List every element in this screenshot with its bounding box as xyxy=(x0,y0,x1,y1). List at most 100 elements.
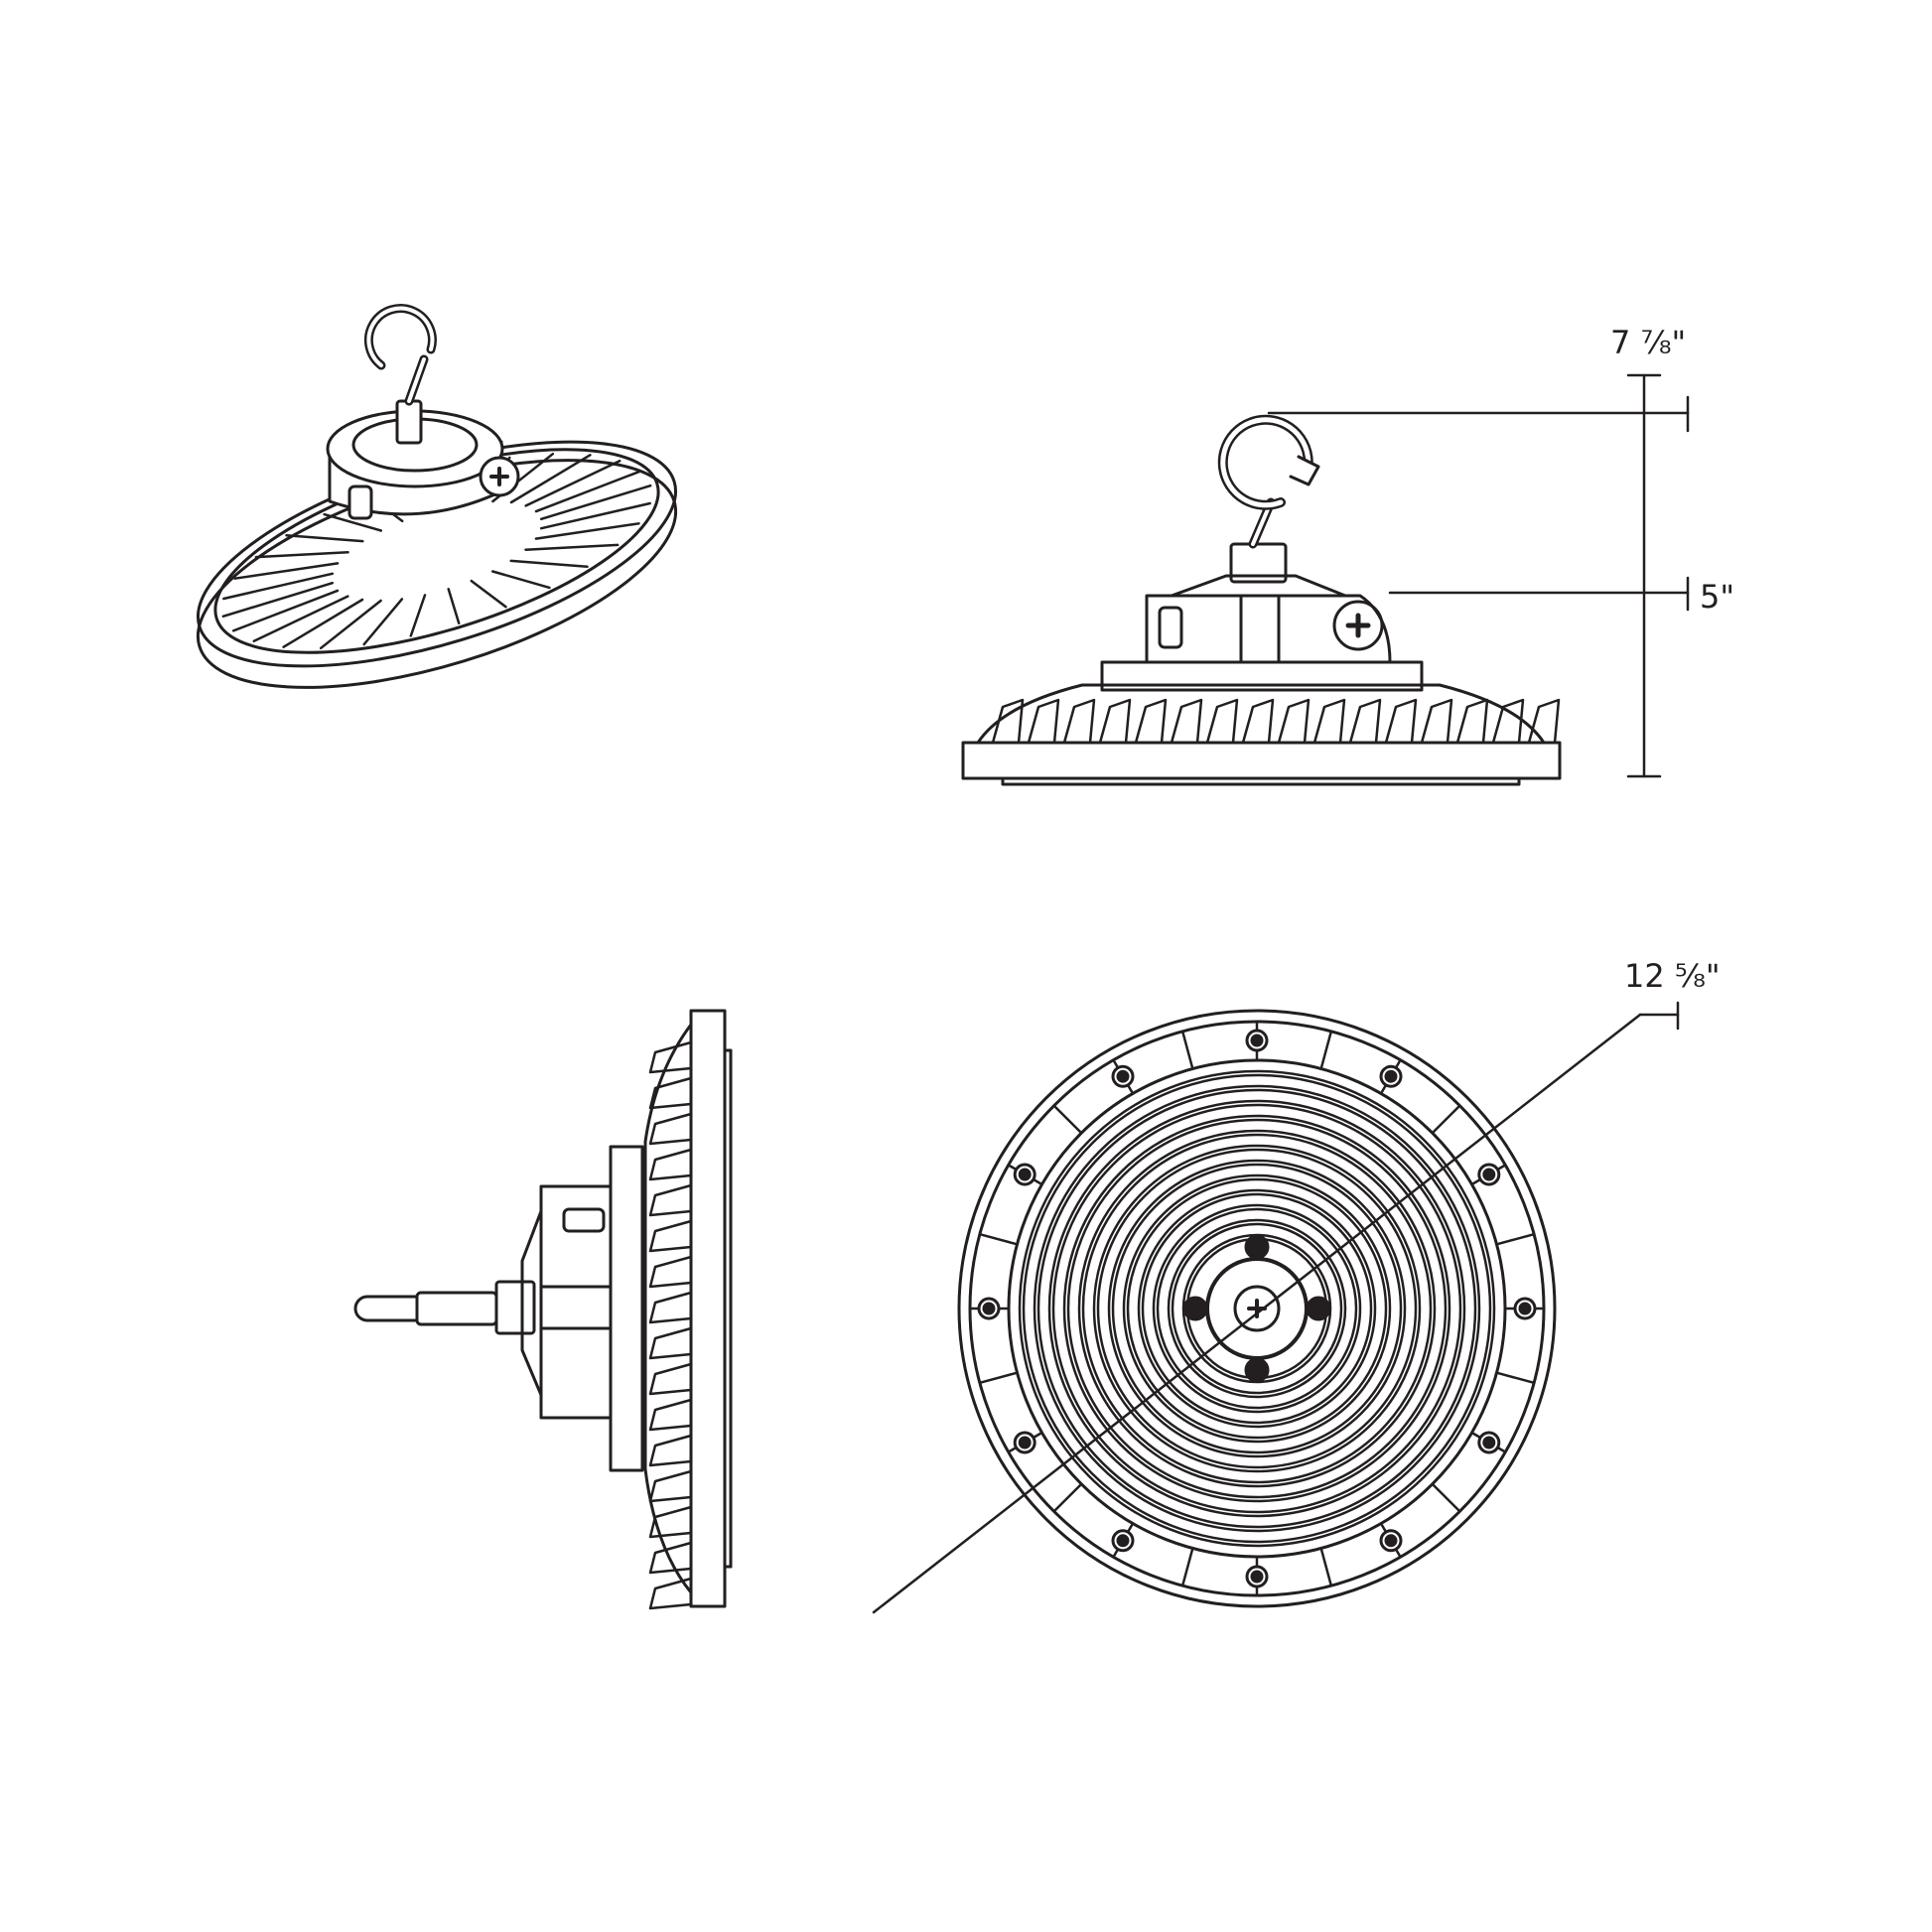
rim-segment-divider xyxy=(1181,1549,1194,1586)
front-fin xyxy=(1098,698,1132,745)
front-housing xyxy=(1145,594,1392,664)
iso-fin xyxy=(534,470,642,513)
rim-screw-center xyxy=(1018,1436,1032,1449)
body-height-label: 5" xyxy=(1700,578,1734,616)
iso-fin xyxy=(252,595,349,643)
front-fin xyxy=(1241,698,1275,745)
side-hook xyxy=(353,1291,498,1326)
side-fins-outline xyxy=(643,1023,693,1594)
rim-screw-center xyxy=(1482,1436,1496,1449)
bottom-ring-edge xyxy=(1062,1114,1451,1503)
front-fin xyxy=(1277,698,1311,745)
diameter-label: 12 ⁵⁄₈" xyxy=(1624,957,1721,995)
side-fin xyxy=(648,1541,693,1575)
front-fin xyxy=(1312,698,1346,745)
side-elevation-view xyxy=(353,1009,733,1610)
side-fin xyxy=(648,1505,693,1539)
bottom-ring-edge xyxy=(1033,1084,1481,1533)
rim-screw-center xyxy=(1018,1168,1032,1181)
side-fin xyxy=(648,1469,693,1503)
rim-screw-center xyxy=(1250,1570,1264,1584)
bottom-ring xyxy=(1096,1148,1418,1469)
side-fin xyxy=(648,1326,693,1360)
iso-hook xyxy=(363,304,437,445)
iso-fin xyxy=(282,598,364,648)
bottom-ring-edge xyxy=(1047,1099,1466,1518)
iso-fin xyxy=(524,543,620,551)
iso-fin xyxy=(539,483,652,521)
iso-cross-screw xyxy=(479,456,520,497)
iso-fin xyxy=(222,572,335,601)
iso-fin xyxy=(362,598,404,646)
front-fins xyxy=(991,698,1561,745)
front-cross-screw xyxy=(1332,600,1384,651)
rim-segment-divider xyxy=(1497,1233,1534,1246)
bottom-ring xyxy=(1126,1177,1388,1440)
front-fin xyxy=(1420,698,1453,745)
front-base-plate xyxy=(961,741,1562,780)
rim-screw-center xyxy=(1250,1034,1264,1047)
rim-segment-divider xyxy=(1497,1371,1534,1384)
side-fin xyxy=(648,1040,693,1074)
side-fin xyxy=(648,1219,693,1253)
bottom-ring xyxy=(1171,1222,1343,1395)
iso-fins xyxy=(221,452,652,650)
bottom-ring xyxy=(1111,1163,1403,1454)
isometric-view xyxy=(196,304,678,689)
side-driver-housing xyxy=(609,1145,644,1472)
rim-screw-center xyxy=(1384,1534,1398,1548)
diameter-dimension xyxy=(872,1001,1680,1614)
iso-housing xyxy=(326,409,504,520)
rim-segment-divider xyxy=(1432,1105,1460,1134)
rim-screw-center xyxy=(1518,1302,1532,1315)
bottom-ring-edge xyxy=(1167,1218,1347,1399)
side-base-plate xyxy=(689,1009,727,1608)
overall-height-label: 7 ⁷⁄₈" xyxy=(1610,324,1686,361)
rim-screw-center xyxy=(982,1302,996,1315)
side-fin xyxy=(648,1577,693,1610)
front-elevation-view xyxy=(961,414,1562,786)
front-fin xyxy=(1205,698,1239,745)
side-fin xyxy=(648,1148,693,1181)
rim-segment-divider xyxy=(980,1371,1017,1384)
bottom-ring-edge xyxy=(1122,1173,1392,1444)
height-dimension xyxy=(1267,373,1690,778)
side-fin xyxy=(648,1434,693,1467)
bottom-plan-view xyxy=(957,1009,1557,1608)
bottom-ring-edge xyxy=(1092,1144,1422,1473)
bottom-ring xyxy=(1081,1133,1433,1484)
rim-screw-center xyxy=(1482,1168,1496,1181)
iso-fin xyxy=(233,562,340,580)
side-fin xyxy=(648,1112,693,1146)
rim-segment-divider xyxy=(1053,1483,1082,1512)
bottom-ring-edge xyxy=(1137,1188,1377,1429)
iso-fin xyxy=(534,522,640,540)
front-fin xyxy=(1170,698,1203,745)
bottom-ring xyxy=(1022,1073,1492,1544)
bottom-outer-rim xyxy=(957,1009,1557,1608)
bottom-hub-bolts xyxy=(1182,1234,1331,1383)
front-hook xyxy=(1217,414,1320,549)
front-fin xyxy=(1384,698,1418,745)
iso-fin xyxy=(524,459,621,507)
bottom-rim-screws xyxy=(977,1029,1537,1588)
front-fin xyxy=(1134,698,1168,745)
front-neck xyxy=(1229,542,1288,584)
side-fin xyxy=(648,1183,693,1217)
bottom-ring-edge xyxy=(1077,1129,1437,1488)
iso-fin xyxy=(221,581,335,619)
bottom-ring xyxy=(1066,1118,1448,1499)
rim-screw-center xyxy=(1116,1069,1130,1083)
side-fin xyxy=(648,1362,693,1396)
bottom-ring xyxy=(1156,1207,1358,1410)
side-fins xyxy=(648,1040,693,1610)
iso-fin xyxy=(509,559,589,569)
side-neck xyxy=(494,1280,536,1335)
rim-segment-divider xyxy=(1181,1032,1194,1068)
bottom-ring-edge xyxy=(1107,1159,1407,1458)
iso-fin xyxy=(490,570,551,590)
side-fin xyxy=(648,1291,693,1324)
rim-segment-divider xyxy=(1319,1032,1332,1068)
rim-screw-center xyxy=(1384,1069,1398,1083)
